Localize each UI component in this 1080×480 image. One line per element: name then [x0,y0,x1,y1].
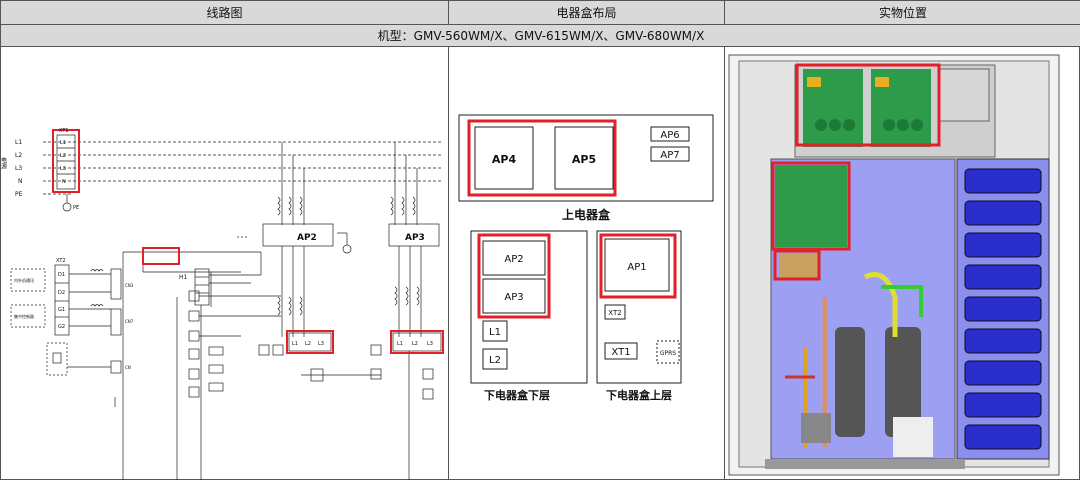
xt2-pin-g1: G1 [58,307,65,313]
box-gprs: GPRS [660,350,676,357]
wiring-diagram: L1 L2 L3 N PE 电源 XT1 L1 L2 L3 N PE AP2 A… [1,128,444,480]
xt1-pin-l2: L2 [60,153,66,159]
box-ap2: AP2 [504,254,523,265]
ap3-term-l3: L3 [427,341,433,347]
box-a-label: 内外机通讯 [14,277,34,283]
xt1-pin-n: N [62,179,66,185]
xt1-pin-l1: L1 [60,140,66,146]
xt2-pin-g2: G2 [58,324,65,330]
header-layout: 电器盒布局 [449,1,725,25]
cn3-label: CN3 [125,283,134,288]
box-ap5: AP5 [572,153,596,166]
box-ap4: AP4 [492,153,517,166]
box-ap1: AP1 [627,262,646,273]
ap3-term-l2: L2 [412,341,418,347]
ap2-term-l2: L2 [305,341,311,347]
wiring-diagram-cell: L1 L2 L3 N PE 电源 XT1 L1 L2 L3 N PE AP2 A… [1,47,449,480]
header-wiring: 线路图 [1,1,449,25]
xt2-label: XT2 [56,258,66,264]
ap3-label: AP3 [405,233,425,243]
ap3-term-l1: L1 [397,341,403,347]
cn7-label: CN7 [125,319,134,324]
lower-left-caption: 下电器盒下层 [484,388,550,402]
box-ap6: AP6 [660,130,679,141]
upper-box-caption: 上电器盒 [562,207,611,222]
lower-right-caption: 下电器盒上层 [606,388,672,402]
box-ap3: AP3 [504,292,523,303]
phase-n: N [18,178,23,185]
unit-photo [728,54,1060,476]
power-label: 电源 [1,156,7,170]
phase-l1: L1 [15,139,22,146]
ap2-label: AP2 [297,233,317,243]
xt1-label: XT1 [59,128,69,134]
ap2-term-l3: L3 [318,341,324,347]
layout-diagram: AP4 AP5 AP6 AP7 上电器盒 AP2 AP3 L1 L2 下电器盒下… [458,114,714,402]
phase-l3: L3 [15,165,22,172]
ap2-term-l1: L1 [292,341,298,347]
h1-label: H1 [179,274,188,281]
box-l1: L1 [489,327,501,338]
layout-cell: AP4 AP5 AP6 AP7 上电器盒 AP2 AP3 L1 L2 下电器盒下… [449,47,725,480]
cn-label: CN [125,365,131,370]
box-xt1: XT1 [611,347,630,358]
phase-l2: L2 [15,152,22,159]
model-row: 机型：GMV-560WM/X、GMV-615WM/X、GMV-680WM/X [1,25,1080,47]
box-b-label: 集中控制器 [14,313,34,319]
box-l2: L2 [489,355,501,366]
pe-ground-label: PE [73,205,79,211]
xt2-pin-d2: D2 [58,290,65,296]
header-location: 实物位置 [725,1,1080,25]
xt2-pin-d1: D1 [58,272,65,278]
phase-pe: PE [15,191,23,198]
location-cell [725,47,1080,480]
box-xt2: XT2 [608,309,621,317]
box-ap7: AP7 [660,150,679,161]
xt1-pin-l3: L3 [60,166,66,172]
